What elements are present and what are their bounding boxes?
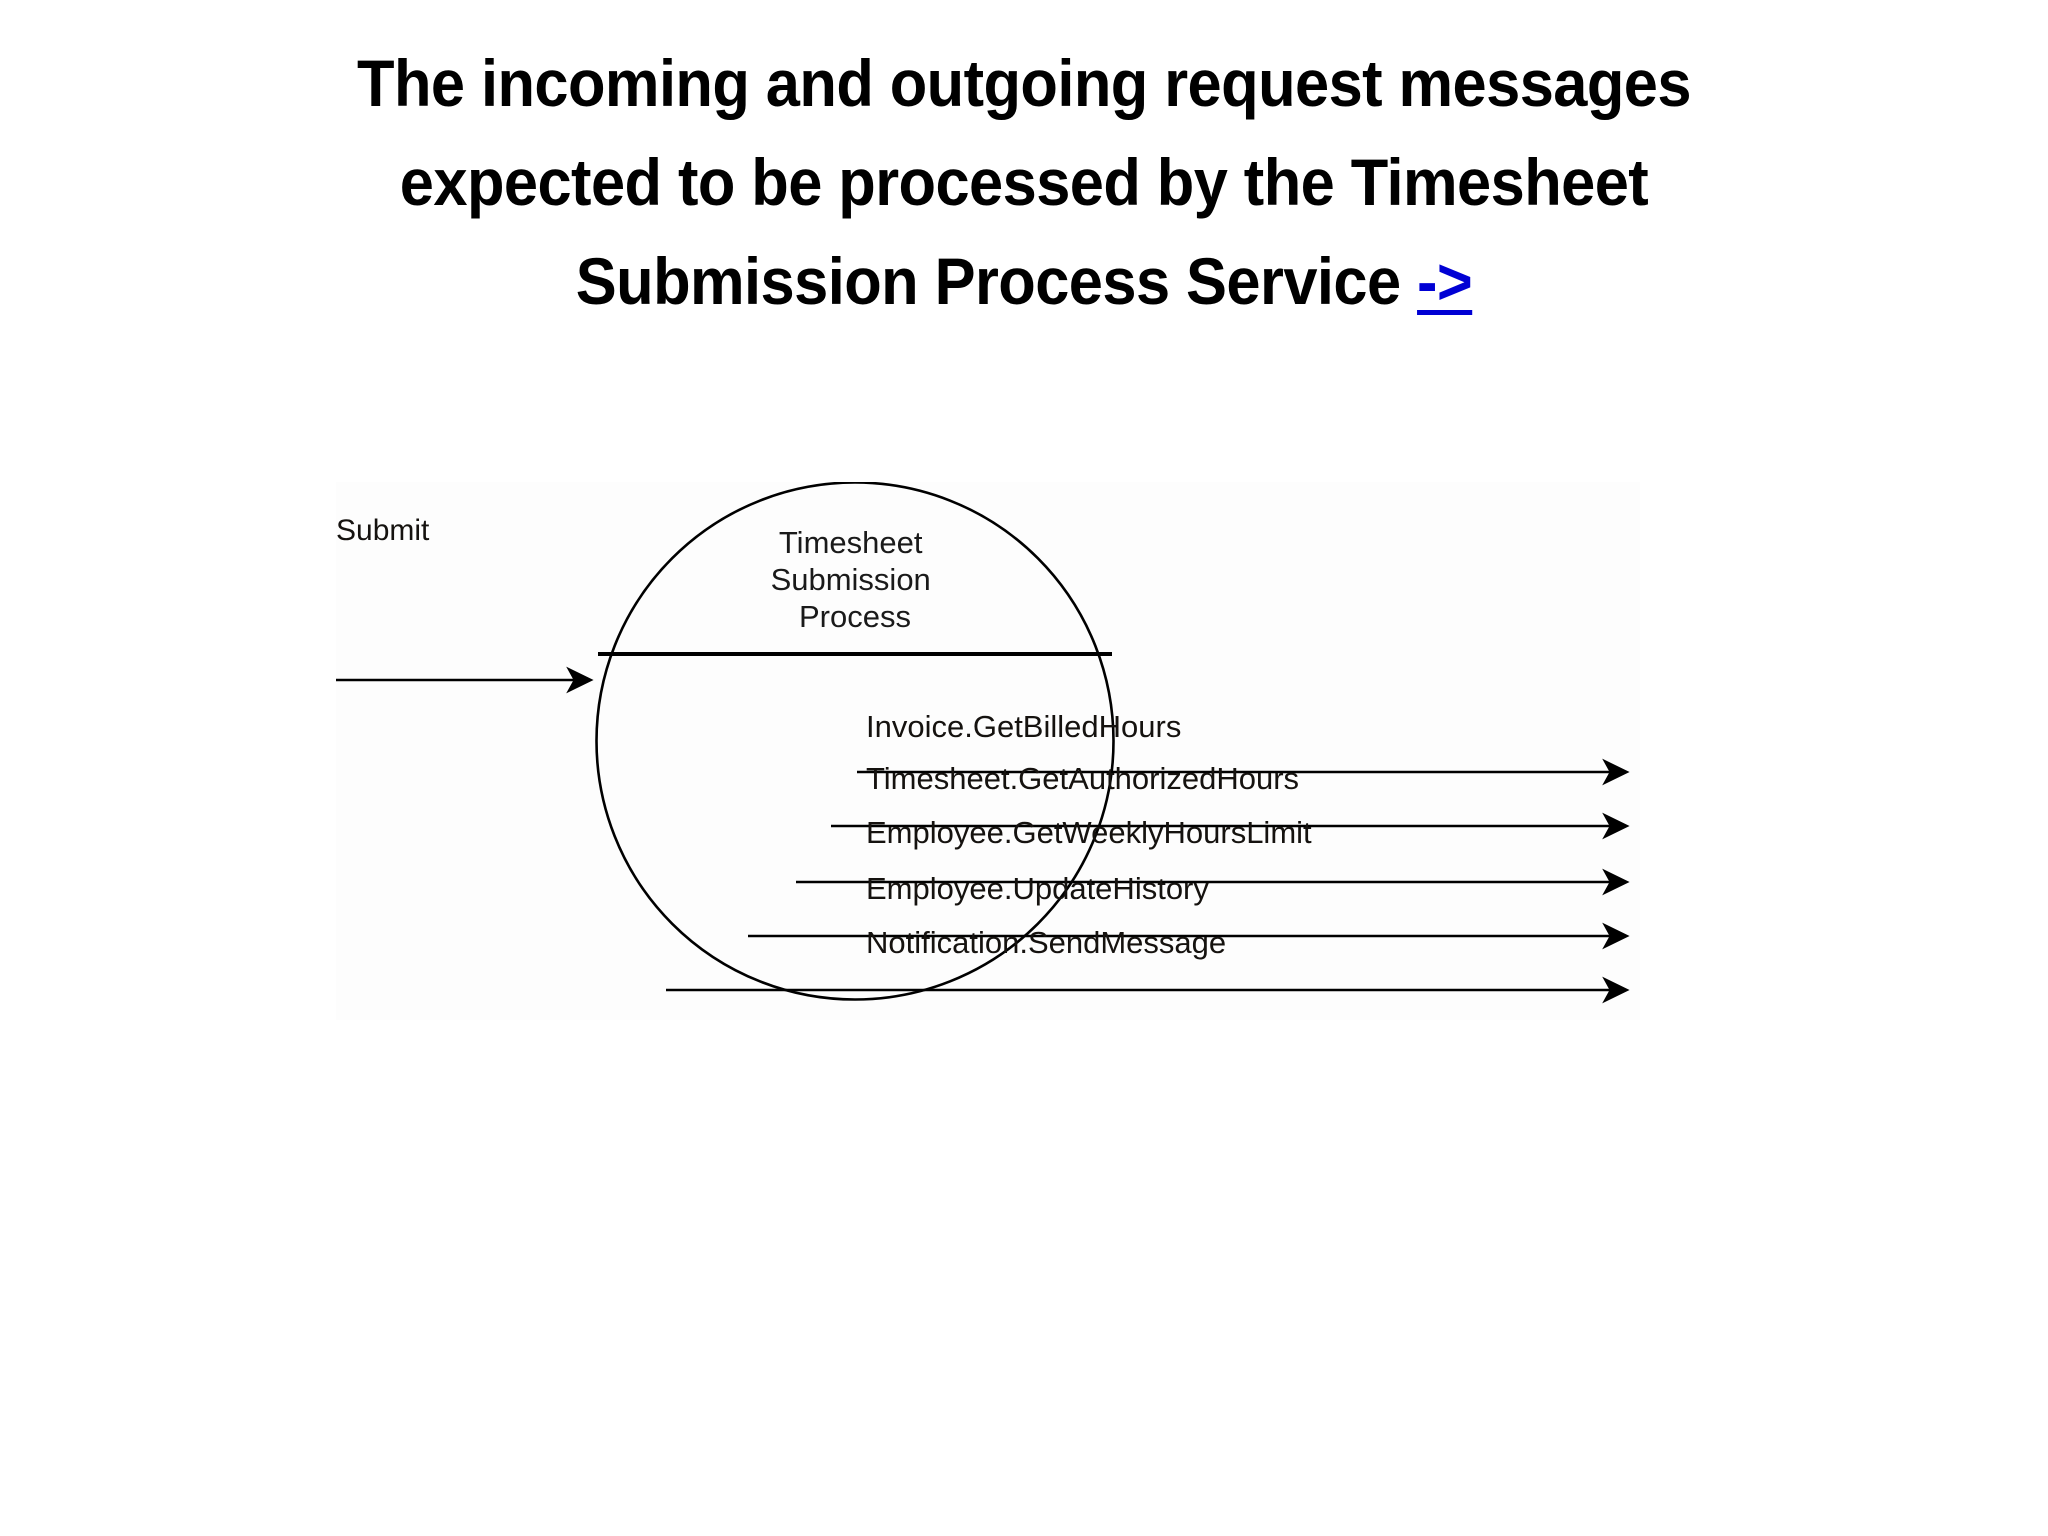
flow-label-1: Timesheet.GetAuthorizedHours [866,761,1299,796]
flow-invoice-getbilledhours: Invoice.GetBilledHours [857,709,1630,786]
data-flow-diagram: Timesheet Submission Process Submit Invo… [336,482,1640,1020]
flow-label-3: Employee.UpdateHistory [866,871,1209,906]
flow-employee-updatehistory: Employee.UpdateHistory [748,871,1630,950]
process-label: Timesheet Submission Process [771,525,940,634]
flow-submit: Submit [336,514,594,694]
diagram-canvas: Timesheet Submission Process Submit Invo… [336,482,1630,1004]
flow-timesheet-getauthorizedhours: Timesheet.GetAuthorizedHours [831,761,1630,840]
process-label-line: Submission [771,562,931,597]
flow-label-4: Notification.SendMessage [866,925,1226,960]
page-title-text: The incoming and outgoing request messag… [357,46,1691,318]
flow-notification-sendmessage: Notification.SendMessage [666,925,1630,1004]
flow-label-0: Invoice.GetBilledHours [866,709,1181,744]
next-slide-link[interactable]: -> [1417,244,1473,318]
process-label-line: Timesheet [779,525,923,560]
flow-label-submit: Submit [336,514,430,547]
process-label-line: Process [799,599,911,634]
process-node: Timesheet Submission Process [595,482,1115,1001]
process-circle [595,482,1115,1001]
flow-label-2: Employee.GetWeeklyHoursLimit [866,815,1312,850]
page-title: The incoming and outgoing request messag… [295,34,1753,331]
flow-employee-getweeklyhourslimit: Employee.GetWeeklyHoursLimit [796,815,1630,896]
